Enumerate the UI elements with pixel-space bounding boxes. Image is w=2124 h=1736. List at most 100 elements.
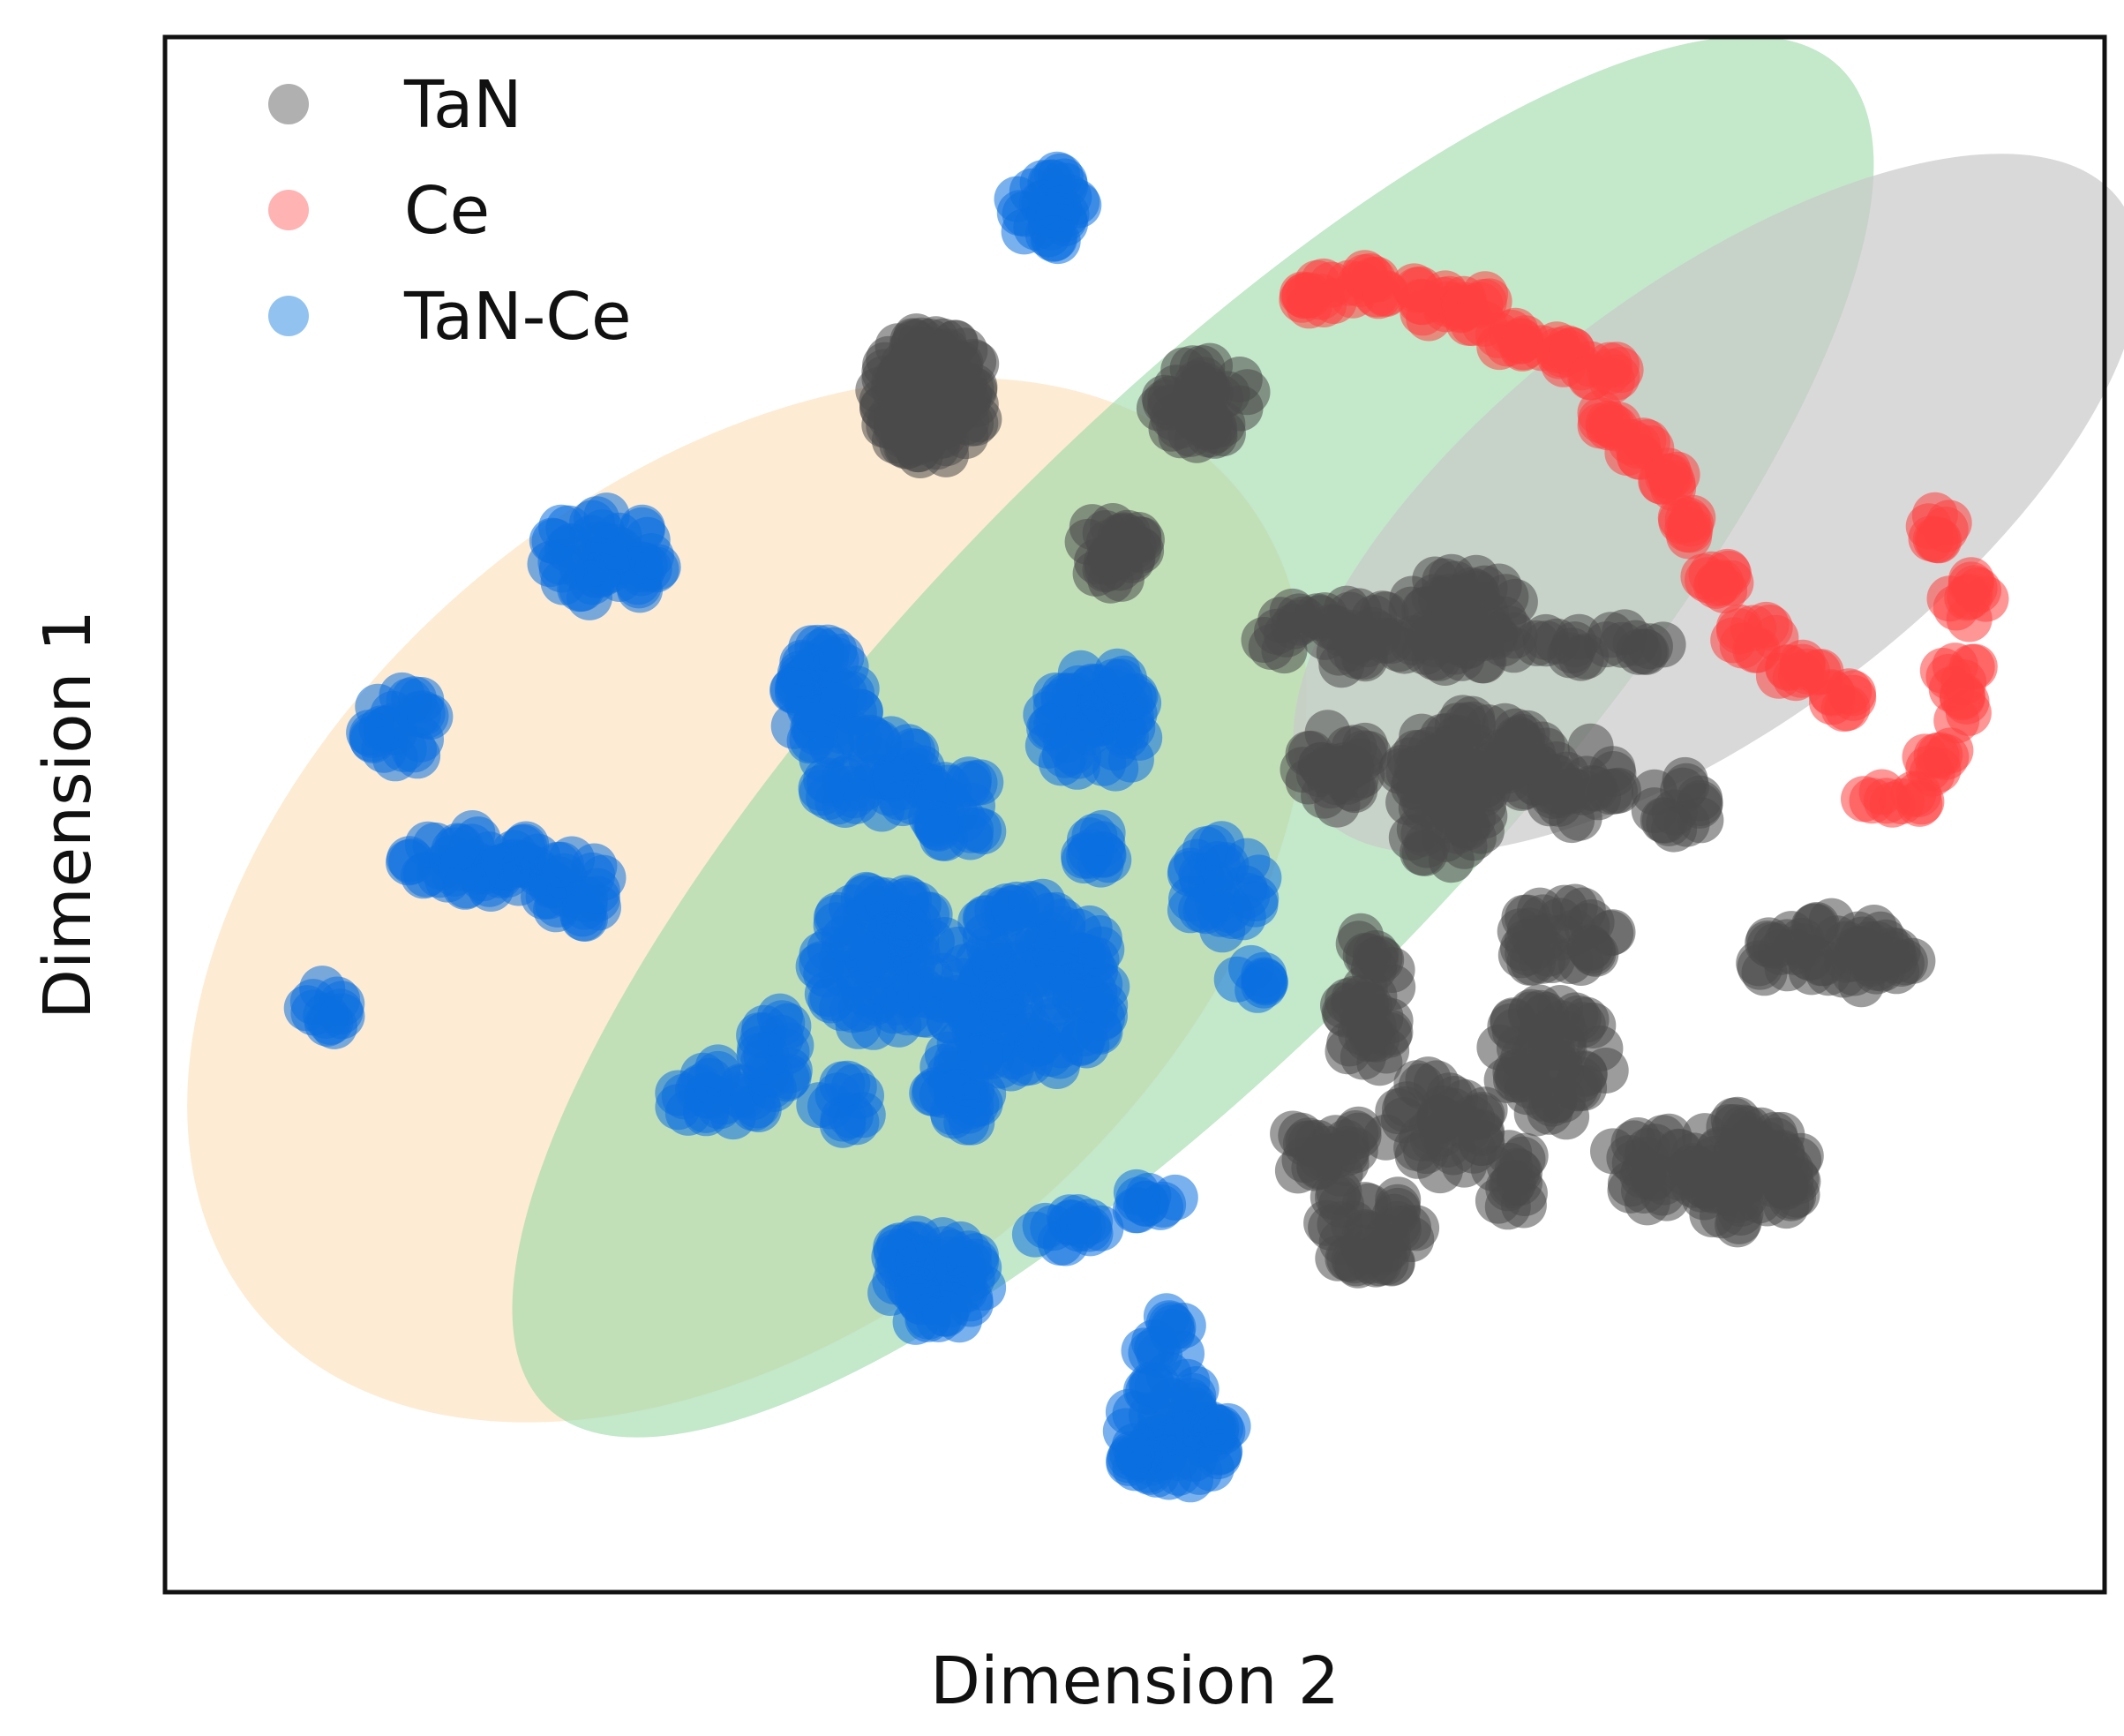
cluster-TaN-Ce-15 xyxy=(909,1020,1007,1146)
point xyxy=(1427,748,1474,795)
point xyxy=(1173,1366,1220,1412)
point xyxy=(1879,778,1925,824)
cluster-TaN-Ce-8 xyxy=(907,756,1007,861)
point xyxy=(1431,1076,1478,1122)
point xyxy=(1393,1205,1440,1251)
point xyxy=(840,969,887,1016)
point xyxy=(873,1229,919,1275)
point xyxy=(1945,689,1992,736)
legend-marker-TaN xyxy=(268,84,309,124)
point xyxy=(1018,948,1065,995)
series-TaN xyxy=(855,313,1936,1289)
point xyxy=(1067,975,1114,1022)
point xyxy=(1415,635,1462,681)
point xyxy=(575,552,621,598)
cluster-TaN-Ce-2 xyxy=(346,672,454,782)
point xyxy=(872,753,919,799)
cluster-Ce-15 xyxy=(1905,492,1972,564)
series-TaN-Ce xyxy=(283,151,1288,1503)
point xyxy=(893,378,940,425)
point xyxy=(819,1061,866,1108)
point xyxy=(803,757,850,803)
point xyxy=(1393,1060,1440,1107)
point xyxy=(1341,250,1388,297)
cluster-TaN-4 xyxy=(1388,553,1538,686)
cluster-TaN-20 xyxy=(1668,1096,1824,1248)
point xyxy=(398,716,444,763)
point xyxy=(1506,907,1553,954)
cluster-TaN-14 xyxy=(1362,1056,1508,1194)
point xyxy=(1356,935,1403,981)
point xyxy=(1019,878,1066,925)
point xyxy=(891,319,937,366)
cluster-TaN-0 xyxy=(855,313,1002,478)
point xyxy=(1402,780,1449,827)
point xyxy=(1765,644,1812,691)
point xyxy=(1347,1008,1393,1055)
point xyxy=(527,541,574,588)
point xyxy=(948,400,994,447)
point xyxy=(1028,184,1074,230)
point xyxy=(951,364,998,410)
point xyxy=(1502,1132,1549,1179)
point xyxy=(882,875,929,921)
point xyxy=(1307,743,1354,790)
cluster-TaN-Ce-23 xyxy=(1102,1351,1251,1503)
point xyxy=(1482,703,1528,749)
point xyxy=(1233,876,1280,921)
point xyxy=(1191,407,1238,454)
cluster-TaN-16 xyxy=(1303,1169,1440,1289)
point xyxy=(1621,628,1668,675)
point xyxy=(1127,1427,1173,1474)
cluster-Ce-9 xyxy=(1638,447,1700,512)
point xyxy=(1066,1206,1113,1252)
cluster-TaN-Ce-18 xyxy=(796,1060,886,1148)
scatter-points xyxy=(283,151,2009,1503)
cluster-TaN-8 xyxy=(1385,748,1508,883)
point xyxy=(1462,271,1508,318)
cluster-TaN-13 xyxy=(1320,913,1416,1086)
point xyxy=(1745,917,1792,964)
point xyxy=(1062,1011,1108,1056)
point xyxy=(1874,928,1921,974)
point xyxy=(443,862,490,909)
point xyxy=(822,671,868,718)
point xyxy=(1955,567,2001,613)
point xyxy=(1434,703,1481,749)
point xyxy=(1688,1166,1734,1213)
point xyxy=(521,873,567,920)
point xyxy=(1122,1367,1169,1414)
cluster-TaN-Ce-0 xyxy=(994,151,1102,265)
legend-label-TaN: TaN xyxy=(403,67,522,143)
point xyxy=(1461,793,1508,839)
point xyxy=(1715,604,1762,650)
point xyxy=(1589,909,1636,956)
point xyxy=(1476,1024,1523,1071)
point xyxy=(1786,934,1833,981)
point xyxy=(1102,712,1149,759)
cluster-TaN-5 xyxy=(1513,609,1686,681)
point xyxy=(1112,1187,1159,1234)
cluster-TaN-Ce-1 xyxy=(527,492,681,620)
cluster-TaN-Ce-20 xyxy=(1011,1194,1124,1266)
point xyxy=(934,1069,980,1116)
point xyxy=(971,939,1017,986)
point xyxy=(1739,1147,1786,1194)
point xyxy=(1621,1168,1667,1214)
legend-marker-TaN-Ce xyxy=(268,296,309,336)
cluster-TaN-Ce-4 xyxy=(516,836,627,942)
y-axis-label: Dimension 1 xyxy=(30,610,106,1019)
cluster-TaN-17 xyxy=(1476,984,1629,1140)
point xyxy=(574,868,620,914)
point xyxy=(803,951,850,998)
cluster-TaN-Ce-16 xyxy=(655,1044,782,1140)
cluster-Ce-6 xyxy=(1557,341,1644,404)
cluster-Ce-14 xyxy=(1808,668,1877,733)
cluster-TaN-9 xyxy=(1527,723,1641,844)
cluster-Ce-10 xyxy=(1657,494,1716,560)
point xyxy=(1820,686,1867,733)
point xyxy=(1182,888,1229,935)
cluster-TaN-Ce-5 xyxy=(283,966,365,1049)
point xyxy=(1561,1064,1608,1111)
